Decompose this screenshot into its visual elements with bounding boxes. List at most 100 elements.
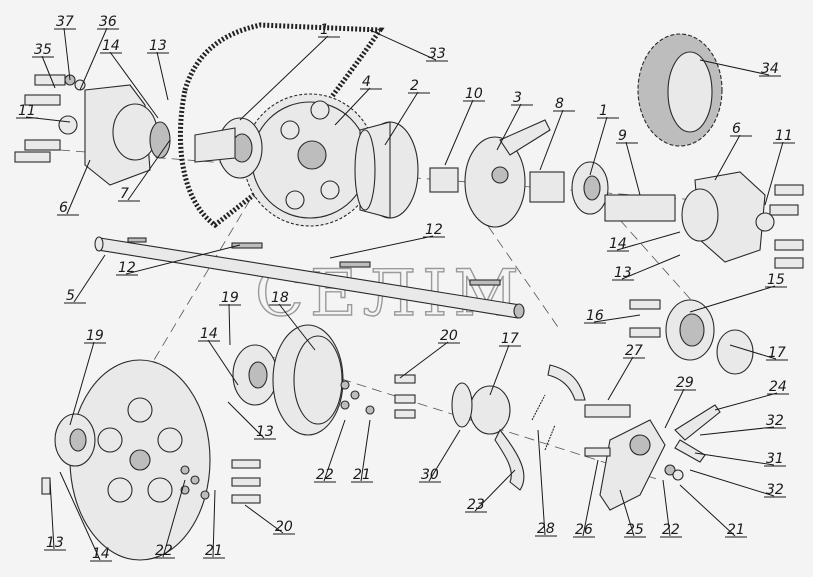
callout-l17b: 17	[489, 331, 521, 396]
bolt	[629, 327, 661, 338]
leader-line	[537, 429, 546, 536]
part-number-label: 28	[537, 521, 555, 537]
part-number-label: 32	[766, 413, 784, 429]
callout-l30: 30	[419, 429, 461, 483]
callout-l21b: 21	[679, 484, 747, 538]
leader-line	[714, 392, 778, 411]
leader-line	[662, 479, 671, 537]
part-number-label: 33	[428, 46, 446, 62]
leader-line	[228, 303, 231, 346]
axis-line	[469, 199, 561, 331]
callout-l6b: 6	[714, 121, 752, 181]
leader-line	[384, 91, 419, 146]
part-number-label: 17	[768, 345, 786, 361]
part-number-label: 6	[732, 121, 741, 137]
callout-l14c: 14	[198, 326, 239, 386]
callout-l4: 4	[334, 74, 382, 126]
part-number-label: 30	[421, 467, 439, 483]
leader-line	[69, 341, 95, 426]
part-number-label: 26	[575, 522, 593, 538]
brake-drum-disc	[272, 324, 344, 436]
part-number-label: 13	[614, 265, 632, 281]
callout-l24: 24	[714, 379, 789, 411]
hub-flange	[232, 344, 278, 406]
leader-line	[689, 469, 775, 497]
callout-l19b: 19	[69, 328, 106, 426]
callout-l13c: 13	[227, 401, 276, 440]
leader-line	[73, 254, 106, 303]
leader-line	[239, 35, 329, 121]
washer	[672, 469, 684, 481]
part-number-label: 21	[727, 522, 745, 538]
callout-l22a: 22	[314, 419, 346, 483]
leader-line	[699, 426, 775, 436]
leader-line	[79, 27, 108, 91]
callout-l16: 16	[584, 308, 641, 324]
leader-line	[66, 159, 91, 215]
leader-line	[399, 341, 449, 379]
callout-l5: 5	[64, 254, 106, 304]
pin	[584, 447, 611, 457]
callout-l8: 8	[539, 96, 575, 171]
callout-l23: 23	[465, 469, 516, 513]
part-number-label: 31	[766, 451, 784, 467]
sprocket	[243, 93, 377, 227]
part-number-label: 14	[102, 38, 120, 54]
bearing-flange	[571, 161, 609, 215]
brake-drum	[354, 121, 419, 219]
callout-l27: 27	[607, 343, 645, 401]
brake-plate	[464, 119, 551, 228]
axis-line	[619, 219, 701, 311]
callout-l32a: 32	[699, 413, 786, 436]
part-number-label: 11	[18, 103, 36, 119]
bearing	[716, 329, 754, 375]
part-number-label: 1	[599, 103, 608, 119]
part-number-label: 24	[769, 379, 787, 395]
part-number-label: 14	[609, 236, 627, 252]
callout-l12a: 12	[329, 222, 445, 259]
leader-line	[329, 235, 434, 259]
leader-line	[664, 388, 685, 429]
part-number-label: 5	[66, 288, 75, 304]
part-number-label: 16	[586, 308, 604, 324]
spring	[531, 394, 556, 451]
part-number-label: 7	[120, 186, 129, 202]
leader-line	[474, 469, 516, 512]
callout-l9: 9	[616, 128, 641, 196]
leader-line	[127, 139, 171, 201]
brake-cam	[584, 404, 631, 418]
nut	[664, 464, 676, 476]
part-number-label: 1	[320, 22, 329, 38]
leader-line	[360, 419, 371, 482]
leader-line	[729, 344, 777, 360]
part-number-label: 22	[155, 543, 173, 559]
fastener-set	[340, 374, 416, 419]
hub-housing-left	[84, 84, 171, 186]
callout-l6a: 6	[57, 159, 91, 216]
leader-line	[496, 103, 522, 151]
shaft-tube	[604, 194, 676, 222]
callout-l25: 25	[619, 489, 646, 538]
part-number-label: 22	[662, 522, 680, 538]
leader-line	[369, 29, 437, 61]
leader-line	[428, 429, 461, 482]
part-number-label: 18	[271, 290, 289, 306]
part-number-label: 9	[618, 128, 627, 144]
leader-line	[212, 489, 216, 558]
bearing	[469, 385, 511, 435]
leader-line	[764, 141, 784, 206]
part-number-label: 13	[256, 424, 274, 440]
leader-line	[41, 55, 56, 89]
leader-line	[589, 116, 608, 176]
leader-line	[582, 459, 599, 537]
part-number-label: 37	[56, 14, 74, 30]
part-number-label: 20	[275, 519, 293, 535]
spacer-tube	[529, 171, 565, 203]
part-number-label: 21	[353, 467, 371, 483]
callout-l33: 33	[369, 29, 448, 62]
part-number-label: 25	[626, 522, 644, 538]
leader-line	[156, 51, 169, 101]
grease-nipple	[41, 477, 51, 495]
